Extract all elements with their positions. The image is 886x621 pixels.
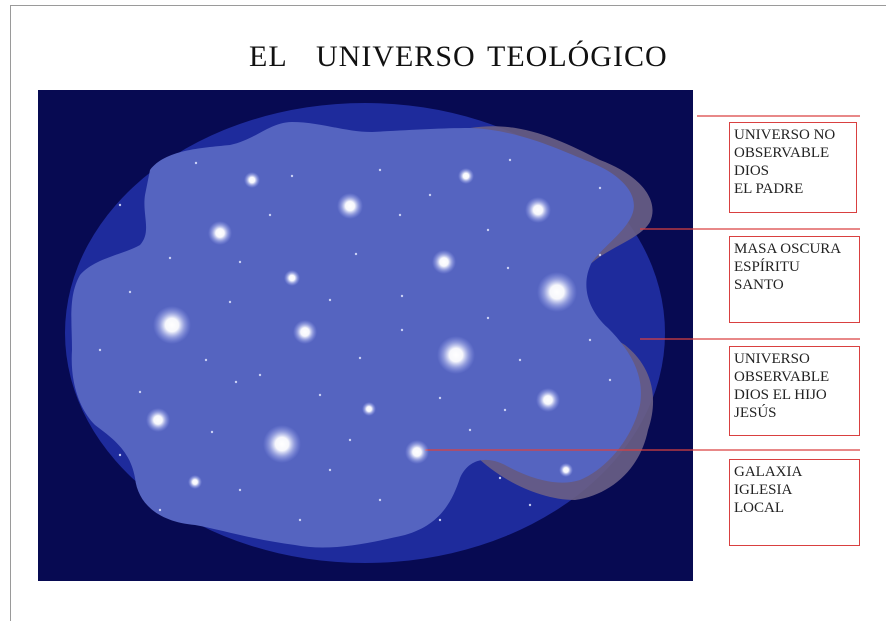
label-unobservable-universe: UNIVERSO NO OBSERVABLE DIOS EL PADRE: [729, 122, 857, 213]
title-word-teologico: TEOLÓGICO: [487, 40, 668, 73]
galaxy-star: [293, 320, 317, 344]
galaxy-star: [244, 172, 260, 188]
label-observable-universe: UNIVERSO OBSERVABLE DIOS EL HIJO JESÚS: [729, 346, 860, 436]
title-word-universo: UNIVERSO: [316, 40, 476, 73]
galaxy-star: [208, 221, 232, 245]
galaxy-star-local: [405, 440, 429, 464]
galaxy-star: [146, 408, 170, 432]
galaxy-star: [188, 475, 202, 489]
galaxy-star: [284, 270, 300, 286]
label-dark-matter: MASA OSCURA ESPÍRITU SANTO: [729, 236, 860, 323]
galaxy-star: [337, 193, 363, 219]
galaxy-star: [263, 425, 301, 463]
galaxy-star: [559, 463, 573, 477]
frame-left-border: [10, 5, 11, 621]
galaxy-star: [525, 197, 551, 223]
galaxy-star: [536, 388, 560, 412]
page-title: EL UNIVERSO TEOLÓGICO: [0, 40, 886, 176]
galaxy-star: [432, 250, 456, 274]
label-galaxy-local-church: GALAXIA IGLESIA LOCAL: [729, 459, 860, 546]
leader-lines: [425, 115, 860, 451]
galaxy-star: [458, 168, 474, 184]
galaxies: [146, 168, 577, 489]
title-word-el: EL: [249, 40, 288, 73]
galaxy-star: [537, 272, 577, 312]
galaxy-star: [362, 402, 376, 416]
small-stars: [98, 158, 612, 522]
galaxy-star: [437, 336, 475, 374]
frame-top-border: [10, 5, 886, 6]
galaxy-star: [153, 306, 191, 344]
